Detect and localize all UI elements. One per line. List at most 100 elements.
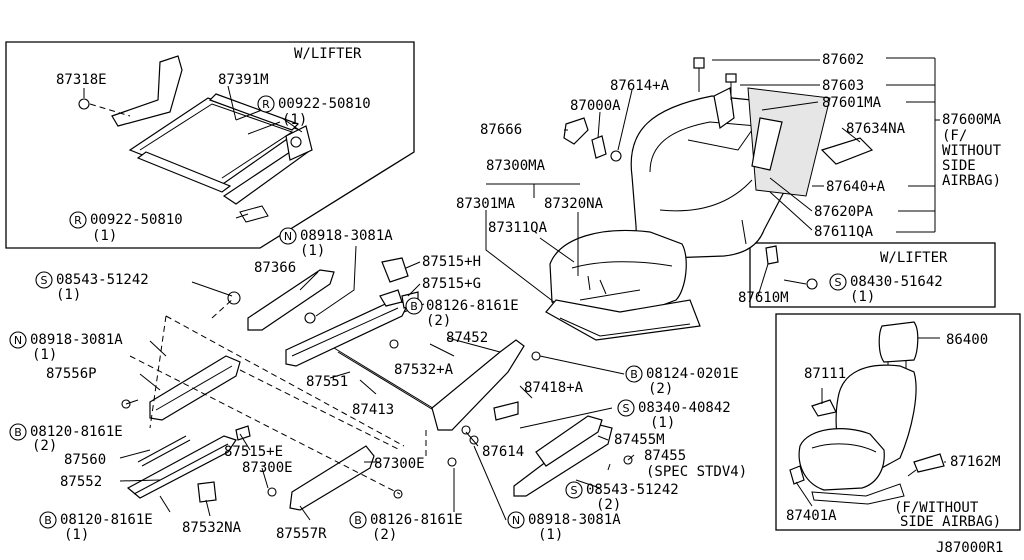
qty-08126-8161E-bot: (2) [372, 527, 397, 543]
label-08340-40842: 08340-40842 [638, 400, 731, 416]
label-86400: 86400 [946, 332, 988, 348]
note-87600MA-4: AIRBAG) [942, 173, 1001, 189]
n-prefix-letter: N [14, 334, 22, 347]
s-prefix-letter: S [623, 402, 630, 415]
qty-00922-50810-a: (1) [282, 112, 307, 128]
r-prefix-icon: R [257, 95, 275, 113]
seatback-leaders [564, 59, 861, 231]
label-lifter-top: W/LIFTER [294, 46, 362, 62]
seat-frame-parts [121, 257, 633, 511]
label-87455M: 87455M [614, 432, 665, 448]
label-87614A: 87614+A [610, 78, 670, 94]
label-87556P: 87556P [46, 366, 97, 382]
note-87600MA-2: WITHOUT [942, 143, 1002, 159]
label-lifter-right: W/LIFTER [880, 250, 948, 266]
n-prefix-icon: N [9, 331, 27, 349]
r-prefix-letter: R [262, 98, 270, 111]
qty-08918-3081A-top: (1) [300, 243, 325, 259]
label-87300E-b: 87300E [374, 456, 425, 472]
bracket-87600MA [886, 57, 940, 233]
b-prefix-icon: B [405, 297, 423, 315]
diagram-code: J87000R1 [936, 540, 1003, 556]
n-prefix-icon: N [279, 227, 297, 245]
lifter-mechanism [78, 55, 313, 223]
qty-08430-51642: (1) [850, 289, 875, 305]
label-87318E: 87318E [56, 72, 107, 88]
label-87532NA: 87532NA [182, 520, 242, 536]
label-87602: 87602 [822, 52, 864, 68]
label-87600MA: 87600MA [942, 112, 1002, 128]
complete-seat-leaders [795, 337, 946, 507]
label-87162M: 87162M [950, 454, 1001, 470]
label-87557R: 87557R [276, 526, 327, 542]
label-without-airbag-2: SIDE AIRBAG) [900, 514, 1001, 530]
label-87391M: 87391M [218, 72, 269, 88]
lifter-right-frame [749, 242, 996, 308]
label-87000A: 87000A [570, 98, 621, 114]
label-08120-8161E-top: 08120-8161E [30, 424, 123, 440]
qty-08918-3081A-left: (1) [32, 347, 57, 363]
label-87515H: 87515+H [422, 254, 481, 270]
n-prefix-letter: N [512, 514, 520, 527]
label-08918-3081A-left: 08918-3081A [30, 332, 123, 348]
label-87413: 87413 [352, 402, 394, 418]
label-87610M: 87610M [738, 290, 789, 306]
b-prefix-icon: B [625, 365, 643, 383]
qty-08120-8161E-bot: (1) [64, 527, 89, 543]
label-87300MA: 87300MA [486, 158, 546, 174]
label-87614: 87614 [482, 444, 524, 460]
label-08543-51242-top: 08543-51242 [56, 272, 149, 288]
label-87401A: 87401A [786, 508, 837, 524]
b-prefix-icon: B [9, 423, 27, 441]
lifter-leaders [83, 85, 303, 219]
label-08543-51242-bot: 08543-51242 [586, 482, 679, 498]
label-87552: 87552 [60, 474, 102, 490]
label-00922-50810-a: 00922-50810 [278, 96, 371, 112]
qty-08126-8161E-top: (2) [426, 313, 451, 329]
label-87455: 87455 [644, 448, 686, 464]
label-08124-0201E: 08124-0201E [646, 366, 739, 382]
label-87603: 87603 [822, 78, 864, 94]
complete-seat [789, 321, 945, 505]
label-87311QA: 87311QA [488, 220, 548, 236]
lifter-inset-frame [5, 41, 415, 249]
note-87600MA-1: (F/ [942, 128, 967, 144]
note-87455: (SPEC STDV4) [646, 464, 747, 480]
cushion-leaders [485, 184, 579, 303]
label-00922-50810-b: 00922-50810 [90, 212, 183, 228]
label-08126-8161E-bot: 08126-8161E [370, 512, 463, 528]
s-prefix-icon: S [829, 273, 847, 291]
label-87515G: 87515+G [422, 276, 481, 292]
label-87601MA: 87601MA [822, 95, 882, 111]
b-prefix-letter: B [44, 514, 52, 527]
b-prefix-icon: B [349, 511, 367, 529]
seat-cushion [545, 229, 701, 341]
dashed-centerlines [129, 297, 427, 495]
label-87111: 87111 [804, 366, 846, 382]
n-prefix-icon: N [507, 511, 525, 529]
s-prefix-letter: S [835, 276, 842, 289]
label-08918-3081A-bot: 08918-3081A [528, 512, 621, 528]
qty-08340-40842: (1) [650, 415, 675, 431]
s-prefix-icon: S [35, 271, 53, 289]
label-87634NA: 87634NA [846, 121, 906, 137]
label-87666: 87666 [480, 122, 522, 138]
qty-08918-3081A-bot: (1) [538, 527, 563, 543]
label-87366: 87366 [254, 260, 296, 276]
lifter-right-parts [757, 245, 818, 297]
b-prefix-icon: B [39, 511, 57, 529]
label-08430-51642: 08430-51642 [850, 274, 943, 290]
note-87600MA-3: SIDE [942, 158, 976, 174]
label-87611QA: 87611QA [814, 224, 874, 240]
label-87560: 87560 [64, 452, 106, 468]
s-prefix-letter: S [41, 274, 48, 287]
qty-08543-51242-top: (1) [56, 287, 81, 303]
s-prefix-letter: S [571, 484, 578, 497]
label-87620PA: 87620PA [814, 204, 874, 220]
qty-08543-51242-bot: (2) [596, 497, 621, 513]
without-airbag-frame [775, 313, 1021, 531]
label-08120-8161E-bot: 08120-8161E [60, 512, 153, 528]
label-87418A: 87418+A [524, 380, 584, 396]
